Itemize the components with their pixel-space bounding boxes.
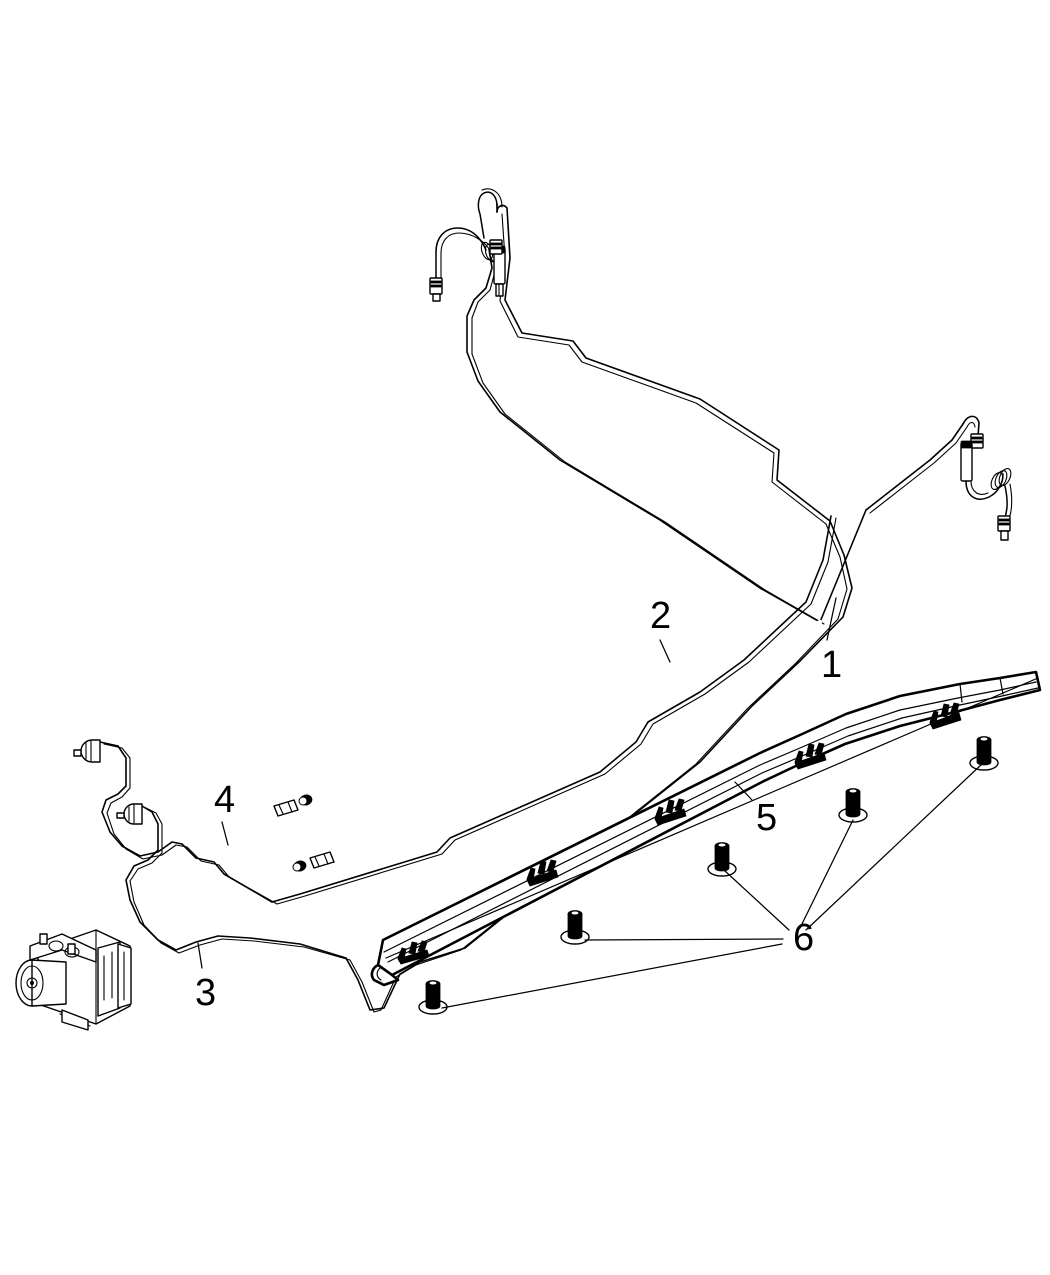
callout-label-5: 5 (756, 797, 777, 839)
callout-leaders (197, 597, 984, 1009)
callout-label-2: 2 (650, 595, 671, 637)
hose-end-fitting-left (429, 277, 443, 302)
callout-label-4: 4 (214, 779, 235, 821)
hcu-motor (15, 959, 67, 1007)
tube-end-fitting-mid-left (116, 803, 143, 825)
inline-connector-upper (273, 794, 313, 817)
tube-clip (654, 798, 687, 826)
flex-hose-front-assembly (429, 188, 506, 302)
hose-coil-wrap-right (990, 467, 1012, 491)
brake-tube-2-main (271, 515, 837, 905)
brake-tube-3-path (125, 805, 466, 1013)
push-pin-retainer (418, 980, 448, 1015)
hose-end-fitting-upper-right (970, 433, 984, 449)
hose-union-fitting-right (960, 440, 973, 482)
callout-label-3: 3 (195, 972, 216, 1014)
tube-clip (397, 940, 430, 965)
push-pin-retainer (969, 736, 999, 771)
tube-clip (526, 859, 559, 887)
push-pin-retainer (838, 788, 868, 823)
hydraulic-control-unit (15, 929, 132, 1031)
callout-label-6: 6 (793, 917, 814, 959)
push-pin-retainer (707, 842, 737, 877)
hose-end-fitting-top (489, 239, 503, 255)
flex-hose-rear-right-assembly (865, 415, 1013, 541)
hose-end-fitting-lower-right (997, 515, 1011, 541)
brake-tube-shield-channel (370, 670, 1042, 987)
brake-tube-4-path (99, 741, 278, 905)
tube-clip (794, 742, 827, 770)
brake-tube-2-path (466, 248, 867, 625)
tube-clip (929, 702, 962, 730)
callout-label-1: 1 (821, 644, 842, 686)
tube-end-fitting-upper-left (73, 739, 101, 763)
inline-connector-lower (292, 851, 335, 872)
push-pin-retainer (560, 910, 590, 945)
